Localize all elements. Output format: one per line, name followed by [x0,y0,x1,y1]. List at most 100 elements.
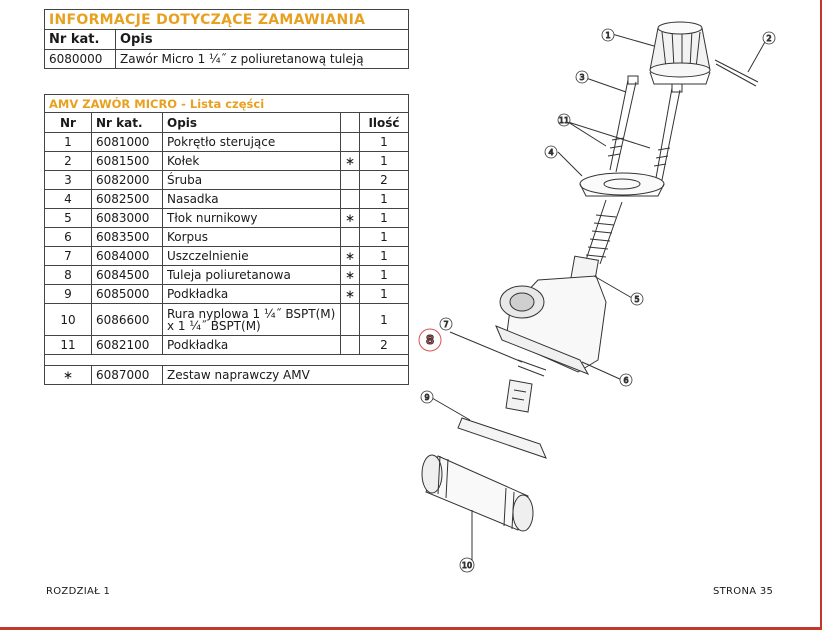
row-star: ∗ [339,151,361,171]
row-nr: 11 [44,335,92,355]
row-desc: Podkładka [162,335,341,355]
row-desc: Tuleja poliuretanowa [162,265,341,285]
screws-drawing [607,75,683,181]
callout-9: 9 [420,390,434,404]
parts-list-table: AMV ZAWÓR MICRO - Lista części Nr Nr kat… [44,94,409,385]
row-qty: 1 [359,151,409,171]
order-header-nr: Nr kat. [44,29,116,50]
row-cat: 6083000 [91,208,163,228]
page-border-bottom [0,627,822,630]
row-cat: 6082100 [91,335,163,355]
row-star: ∗ [339,246,361,266]
row-star [339,132,361,152]
control-knob-drawing [649,21,711,85]
parts-header-desc: Opis [162,112,341,133]
row-cat: 6081000 [91,132,163,152]
row-qty: 1 [359,265,409,285]
row-star [339,170,361,190]
row-qty: 2 [359,335,409,355]
repair-kit-row: ∗ 6087000 Zestaw naprawczy AMV [44,365,409,385]
row-star [339,335,361,355]
callout-4: 4 [544,145,558,159]
callout-11: 11 [557,113,571,127]
parts-list-title: AMV ZAWÓR MICRO - Lista części [44,94,409,113]
row-nr: 7 [44,246,92,266]
callout-5: 5 [630,292,644,306]
table-spacer-row [44,354,409,366]
row-star [339,189,361,209]
row-qty: 1 [359,132,409,152]
svg-text:6: 6 [623,376,628,385]
exploded-valve-diagram: 1 2 3 11 4 5 7 8 6 9 10 [418,21,776,573]
chapter-label: ROZDZIAŁ 1 [46,586,111,597]
row-cat: 6085000 [91,284,163,304]
row-nr: 2 [44,151,92,171]
row-desc: Nasadka [162,189,341,209]
svg-text:2: 2 [766,34,771,43]
svg-text:5: 5 [634,295,639,304]
row-nr: 5 [44,208,92,228]
row-star [339,227,361,247]
order-nr: 6080000 [44,49,116,69]
row-star: ∗ [339,284,361,304]
row-desc: Kołek [162,151,341,171]
svg-text:9: 9 [424,393,429,402]
row-star [339,303,361,336]
row-nr: 6 [44,227,92,247]
row-star: ∗ [339,265,361,285]
row-cat: 6082000 [91,170,163,190]
row-desc: Pokrętło sterujące [162,132,341,152]
svg-text:7: 7 [443,320,448,329]
row-qty: 1 [359,227,409,247]
kit-star: ∗ [44,365,92,385]
callout-2: 2 [762,31,776,45]
row-nr: 10 [44,303,92,336]
parts-header-qty: Ilość [359,112,409,133]
row-nr: 8 [44,265,92,285]
washer-drawing [457,417,547,459]
parts-header-star [339,112,361,133]
row-desc: Korpus [162,227,341,247]
order-row: 6080000 Zawór Micro 1 ¼˝ z poliuretanową… [44,49,409,69]
callout-7: 7 [439,317,453,331]
svg-text:11: 11 [559,116,569,125]
row-desc-line1: Rura nyplowa 1 ¼˝ BSPT(M) [167,306,336,321]
row-desc: Tłok nurnikowy [162,208,341,228]
svg-text:8: 8 [426,333,434,347]
row-cat: 6084500 [91,265,163,285]
row-star: ∗ [339,208,361,228]
row-desc: Podkładka [162,284,341,304]
row-cat: 6081500 [91,151,163,171]
row-qty: 1 [359,208,409,228]
row-qty: 1 [359,284,409,304]
row-desc: Uszczelnienie [162,246,341,266]
leader-lines [431,33,767,564]
callout-8-highlighted: 8 [418,328,442,352]
sleeve-drawing [505,379,533,413]
svg-text:10: 10 [462,561,472,570]
order-desc: Zawór Micro 1 ¼˝ z poliuretanową tuleją [115,49,409,69]
row-desc: Rura nyplowa 1 ¼˝ BSPT(M)x 1 ¼˝ BSPT(M) [162,303,341,336]
body-drawing [495,275,607,375]
row-qty: 2 [359,170,409,190]
seal-drawing [517,359,547,377]
row-cat: 6086600 [91,303,163,336]
ordering-info-table: INFORMACJE DOTYCZĄCE ZAMAWIANIA Nr kat. … [44,9,409,69]
row-cat: 6084000 [91,246,163,266]
parts-header-cat: Nr kat. [91,112,163,133]
nipple-pipe-drawing [421,454,534,532]
kit-desc: Zestaw naprawczy AMV [162,365,409,385]
row-nr: 4 [44,189,92,209]
callout-3: 3 [575,70,589,84]
cap-drawing [579,172,665,197]
row-cat: 6082500 [91,189,163,209]
svg-text:1: 1 [605,31,610,40]
